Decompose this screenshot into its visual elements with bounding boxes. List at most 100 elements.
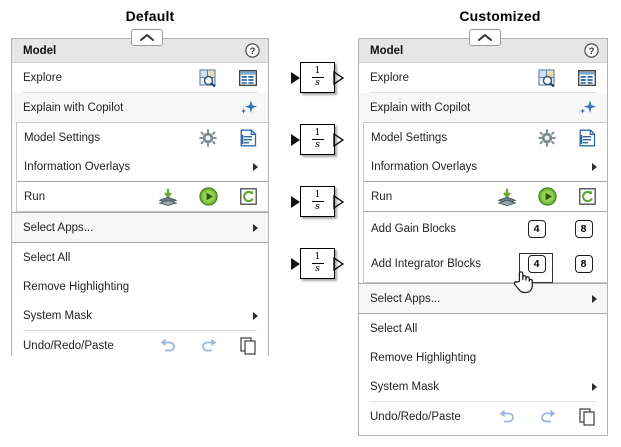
row-divider	[364, 211, 607, 212]
build-layers-icon[interactable]	[148, 182, 188, 211]
gear-icon[interactable]	[188, 123, 228, 152]
block-label: 1 s	[311, 253, 324, 274]
button-label: 8	[574, 255, 593, 273]
menu-item-select-all[interactable]: Select All	[359, 314, 607, 343]
menu-item-explore[interactable]: Explore	[12, 63, 268, 92]
menu-item-label: System Mask	[370, 380, 440, 393]
menu-item-icons	[148, 331, 268, 360]
copilot-sparkle-icon[interactable]	[567, 93, 607, 122]
menu-item-select-apps[interactable]: Select Apps...	[359, 284, 607, 313]
build-layers-icon[interactable]	[487, 182, 527, 211]
model-explorer-icon[interactable]	[188, 63, 228, 92]
update-diagram-icon[interactable]	[228, 182, 268, 211]
row-divider	[12, 242, 268, 243]
menu-item-information-overlays[interactable]: Information Overlays	[17, 152, 268, 181]
menu-item-select-all[interactable]: Select All	[12, 243, 268, 272]
menu-item-run[interactable]: Run	[364, 182, 607, 211]
paste-icon[interactable]	[567, 402, 607, 431]
menu-item-run[interactable]: Run	[17, 182, 268, 211]
redo-icon[interactable]	[527, 402, 567, 431]
menu-item-icons	[188, 123, 268, 152]
add-gain-blocks-4-button[interactable]: 4	[513, 215, 560, 244]
output-port-icon	[333, 133, 344, 147]
undo-icon[interactable]	[148, 331, 188, 360]
page-title-customized: Customized	[459, 8, 541, 24]
hover-highlight-frame	[519, 252, 553, 283]
integrator-block[interactable]: 1 s	[291, 186, 344, 217]
input-port-icon	[291, 196, 300, 208]
add-gain-blocks-8-button[interactable]: 8	[560, 215, 607, 244]
menu-item-add-integrator-blocks[interactable]: Add Integrator Blocks 4 8	[364, 246, 607, 283]
menu-item-icons	[188, 63, 268, 92]
chevron-up-icon[interactable]	[131, 29, 163, 46]
model-properties-icon[interactable]	[228, 123, 268, 152]
menu-item-model-settings[interactable]: Model Settings	[364, 123, 607, 152]
run-play-icon[interactable]	[188, 182, 228, 211]
run-play-icon[interactable]	[527, 182, 567, 211]
menu-item-label: Undo/Redo/Paste	[23, 339, 114, 352]
menu-item-label: Select All	[23, 251, 71, 264]
menu-header-title: Model	[23, 44, 57, 57]
menu-item-explain-with-copilot[interactable]: Explain with Copilot	[12, 93, 268, 122]
model-properties-icon[interactable]	[567, 123, 607, 152]
menu-item-label: Select Apps...	[370, 292, 441, 305]
data-inspector-icon[interactable]	[228, 63, 268, 92]
row-divider	[364, 181, 607, 182]
input-port-icon	[291, 258, 300, 270]
menu-item-information-overlays[interactable]: Information Overlays	[364, 152, 607, 181]
copilot-sparkle-icon[interactable]	[228, 93, 268, 122]
menu-header-customized: Model ?	[359, 39, 607, 63]
update-diagram-icon[interactable]	[567, 182, 607, 211]
undo-icon[interactable]	[487, 402, 527, 431]
integrator-block[interactable]: 1 s	[291, 248, 344, 279]
menu-item-label: Add Integrator Blocks	[371, 258, 481, 270]
help-circle-icon[interactable]: ?	[245, 43, 260, 58]
data-inspector-icon[interactable]	[567, 63, 607, 92]
submenu-arrow-icon	[244, 301, 268, 330]
block-label: 1 s	[311, 129, 324, 150]
menu-item-label: System Mask	[23, 309, 93, 322]
menu-item-select-apps[interactable]: Select Apps...	[12, 213, 268, 242]
menu-item-label: Information Overlays	[371, 160, 478, 173]
menu-item-remove-highlighting[interactable]: Remove Highlighting	[12, 272, 268, 301]
output-port-icon	[333, 257, 344, 271]
redo-icon[interactable]	[188, 331, 228, 360]
submenu-arrow-icon	[244, 213, 268, 242]
add-integrator-blocks-8-button[interactable]: 8	[560, 250, 607, 279]
add-integrator-blocks-4-button[interactable]: 4	[513, 250, 560, 283]
menu-item-icons: 4 8	[513, 246, 607, 283]
submenu-arrow-icon	[583, 372, 607, 401]
integrator-block[interactable]: 1 s	[291, 62, 344, 93]
menu-item-system-mask[interactable]: System Mask	[12, 301, 268, 330]
menu-item-system-mask[interactable]: System Mask	[359, 372, 607, 401]
submenu-arrow-icon	[244, 152, 268, 181]
menu-item-label: Model Settings	[24, 131, 101, 144]
menu-item-model-settings[interactable]: Model Settings	[17, 123, 268, 152]
menu-item-icons	[527, 123, 607, 152]
svg-text:?: ?	[250, 46, 256, 57]
gear-icon[interactable]	[527, 123, 567, 152]
paste-icon[interactable]	[228, 331, 268, 360]
menu-item-undo-redo-paste[interactable]: Undo/Redo/Paste	[12, 331, 268, 360]
menu-item-label: Information Overlays	[24, 160, 131, 173]
help-circle-icon[interactable]: ?	[584, 43, 599, 58]
model-explorer-icon[interactable]	[527, 63, 567, 92]
chevron-up-icon[interactable]	[469, 29, 501, 46]
menu-item-icons	[527, 63, 607, 92]
output-port-icon	[333, 195, 344, 209]
row-divider	[359, 283, 607, 284]
customized-model-menu-panel: Model ? Explore	[358, 29, 608, 436]
row-divider	[370, 92, 596, 93]
menu-item-label: Run	[371, 190, 393, 203]
menu-item-add-gain-blocks[interactable]: Add Gain Blocks 4 8	[364, 212, 607, 246]
menu-item-explain-with-copilot[interactable]: Explain with Copilot	[359, 93, 607, 122]
menu-item-label: Model Settings	[371, 131, 448, 144]
integrator-block[interactable]: 1 s	[291, 124, 344, 155]
menu-item-remove-highlighting[interactable]: Remove Highlighting	[359, 343, 607, 372]
menu-item-explore[interactable]: Explore	[359, 63, 607, 92]
menu-item-icons: 4 8	[513, 212, 607, 246]
block-label: 1 s	[311, 67, 324, 88]
submenu-arrow-icon	[583, 284, 607, 313]
menu-item-undo-redo-paste[interactable]: Undo/Redo/Paste	[359, 402, 607, 431]
menu-item-label: Remove Highlighting	[23, 280, 130, 293]
